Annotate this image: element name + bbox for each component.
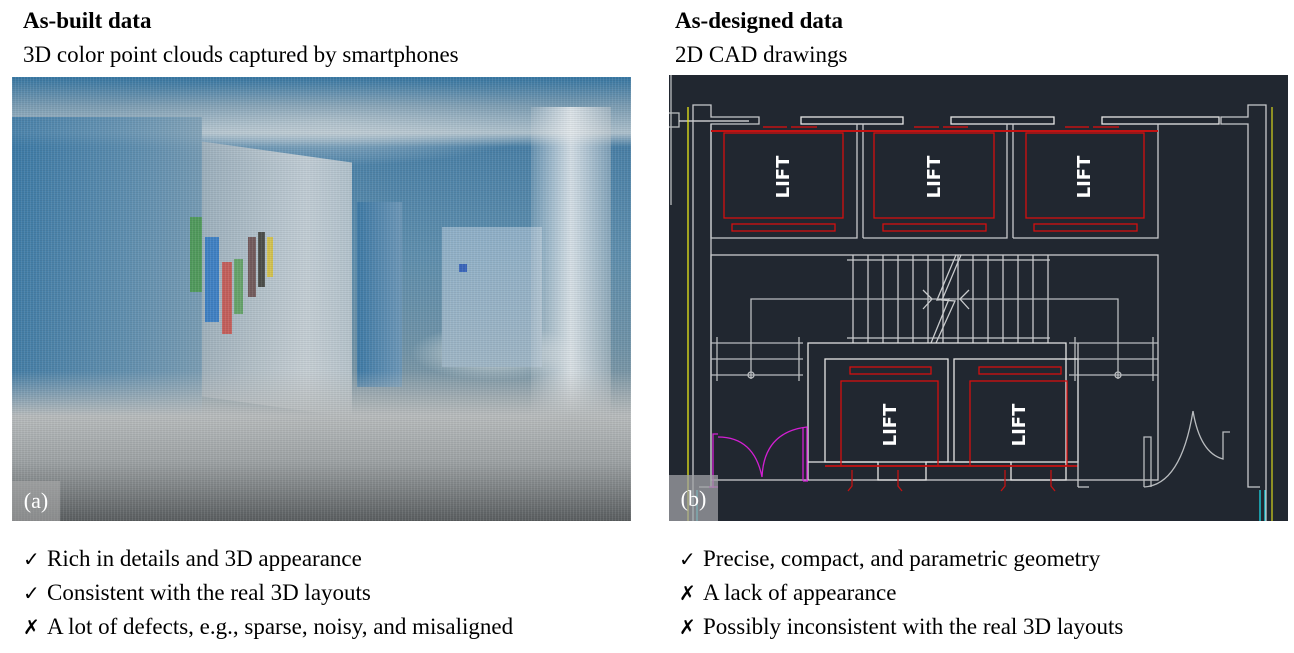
wall-segment (800, 116, 904, 125)
as-designed-bullets: ✓ Precise, compact, and parametric geome… (679, 542, 1123, 644)
lift-counterweight-3 (1033, 223, 1138, 232)
point-cloud-door (357, 202, 402, 387)
cad-floor-plan: LIFT LIFT LIFT LIFT LIFT (669, 75, 1273, 521)
poster-dark (248, 237, 256, 297)
bullet-text: Consistent with the real 3D layouts (47, 580, 371, 605)
lift-shaft-4 (824, 358, 949, 463)
lift-door-5 (1000, 470, 1056, 492)
as-built-title: As-built data (23, 8, 152, 33)
lift-label: LIFT (924, 155, 945, 198)
door-swing-magenta (712, 426, 808, 488)
door-swing-right (1143, 410, 1230, 488)
outer-wall-left (692, 104, 760, 521)
bullet-text: A lot of defects, e.g., sparse, noisy, a… (47, 614, 514, 639)
cross-icon: ✗ (679, 615, 696, 639)
poster-blue (205, 237, 219, 322)
lift-label: LIFT (880, 403, 901, 446)
cross-icon: ✗ (679, 581, 696, 605)
lift-label: LIFT (1009, 403, 1030, 446)
bullet-pro: ✓ Rich in details and 3D appearance (23, 542, 513, 576)
bullet-con: ✗ Possibly inconsistent with the real 3D… (679, 610, 1123, 644)
lift-shaft-2 (862, 124, 1008, 239)
cad-drawing-figure: LIFT LIFT LIFT LIFT LIFT (b) (669, 75, 1288, 521)
outer-wall-right (1220, 104, 1267, 521)
check-icon: ✓ (23, 547, 40, 571)
point-cloud-floor (12, 371, 631, 521)
lift-counterweight-2 (882, 223, 987, 232)
handrail (750, 298, 1119, 379)
poster-green (190, 217, 202, 292)
stair-landing-right (1069, 337, 1158, 381)
wall-right-core (1077, 343, 1089, 488)
lift-shaft-3 (1012, 124, 1159, 239)
check-icon: ✓ (679, 547, 696, 571)
direction-arrow (922, 289, 970, 310)
lift-shaft-1 (710, 124, 858, 239)
stair-landing-left (711, 337, 803, 381)
cross-icon: ✗ (23, 615, 40, 639)
lift-car-2 (873, 132, 995, 219)
lift-car-1 (723, 132, 844, 219)
point-cloud-figure: (a) (12, 77, 631, 521)
figure-label-a: (a) (12, 481, 60, 521)
poster-red (222, 262, 232, 334)
figure-label-b: (b) (669, 475, 718, 521)
poster-dark-2 (258, 232, 265, 287)
lift-label: LIFT (773, 155, 794, 198)
bullet-text: Precise, compact, and parametric geometr… (703, 546, 1101, 571)
point-cloud-corridor-end (442, 227, 542, 367)
poster-green-2 (234, 259, 243, 314)
bullet-text: Possibly inconsistent with the real 3D l… (703, 614, 1124, 639)
door-jamb-magenta (709, 480, 808, 488)
check-icon: ✓ (23, 581, 40, 605)
wall-segment (950, 116, 1055, 125)
bullet-pro: ✓ Consistent with the real 3D layouts (23, 576, 513, 610)
cad-column (669, 112, 680, 128)
lift-car-3 (1025, 132, 1145, 219)
wall-sign (459, 264, 467, 272)
bullet-pro: ✓ Precise, compact, and parametric geome… (679, 542, 1123, 576)
as-designed-title: As-designed data (675, 8, 844, 33)
lift-label: LIFT (1074, 155, 1095, 198)
bullet-con: ✗ A lot of defects, e.g., sparse, noisy,… (23, 610, 513, 644)
lift-counterweight-1 (731, 223, 836, 232)
as-built-subtitle: 3D color point clouds captured by smartp… (23, 42, 459, 67)
wall-segment (1101, 116, 1220, 125)
point-cloud-noise (12, 77, 631, 521)
stair-enclosure (710, 254, 1159, 481)
bullet-con: ✗ A lack of appearance (679, 576, 1123, 610)
lift-counterweight-5 (978, 366, 1062, 375)
break-line (930, 254, 962, 344)
lift-door-4 (847, 470, 903, 492)
lift-counterweight-4 (849, 366, 932, 375)
bullet-text: Rich in details and 3D appearance (47, 546, 362, 571)
poster-yellow (267, 237, 273, 277)
as-designed-subtitle: 2D CAD drawings (675, 42, 848, 67)
bullet-text: A lack of appearance (703, 580, 897, 605)
as-built-bullets: ✓ Rich in details and 3D appearance ✓ Co… (23, 542, 513, 644)
